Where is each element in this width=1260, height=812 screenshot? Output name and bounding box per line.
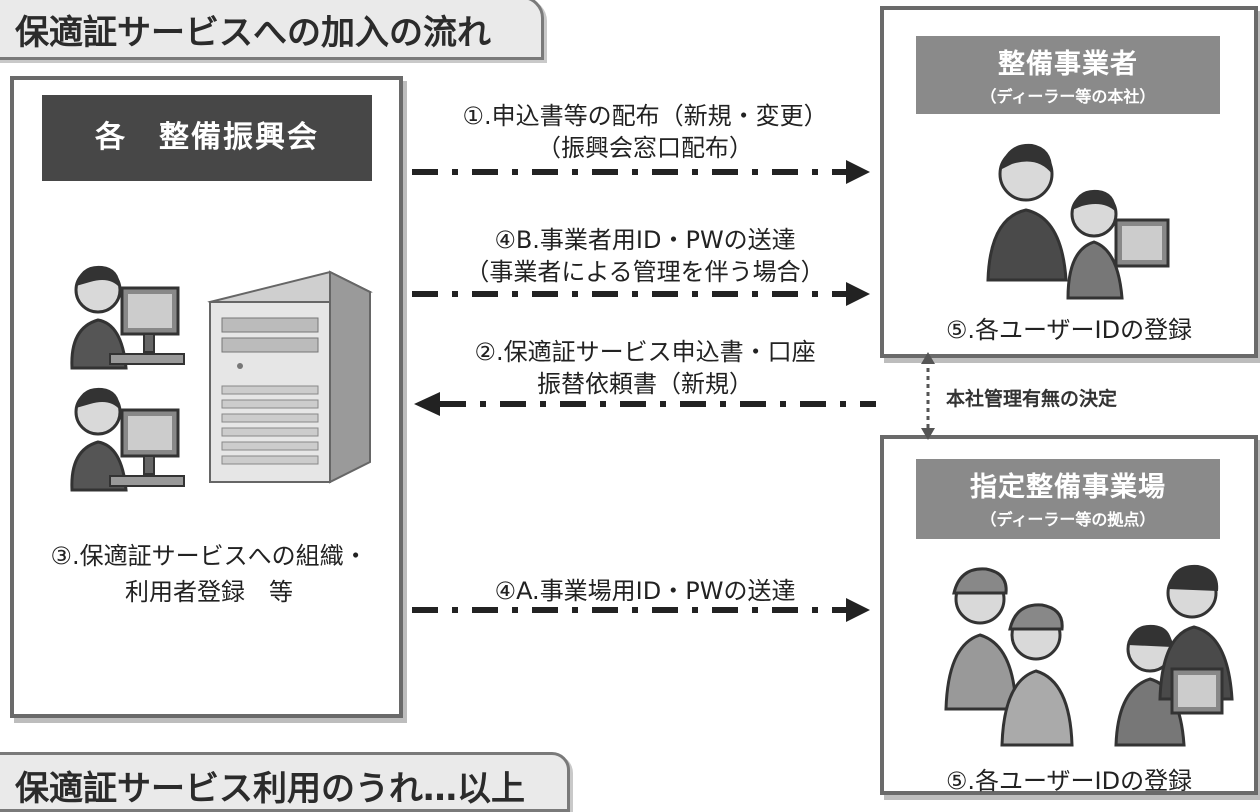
association-caption: ③.保適証サービスへの組織・ 利用者登録 等 xyxy=(24,538,394,610)
caption-line: 利用者登録 等 xyxy=(125,578,293,606)
company-caption: ⑤.各ユーザーIDの登録 xyxy=(945,316,1193,344)
section-title-top: 保適証サービスへの加入の流れ xyxy=(0,0,544,60)
arrowhead-right xyxy=(846,282,870,306)
promotion-association-panel: 各 整備振興会 ③.保適証サービスへの組織・ 利用者登録 等 xyxy=(10,76,403,718)
designated-workshop-panel: 指定整備事業場 （ディーラー等の拠点） ⑤.各ユーザーIDの登録 xyxy=(880,435,1258,795)
flow-arrows xyxy=(412,160,935,622)
panel-header: 指定整備事業場 （ディーラー等の拠点） xyxy=(916,459,1220,539)
server-icon xyxy=(207,270,373,484)
arrow-2-label: ②.保適証サービス申込書・口座 振替依頼書（新規） xyxy=(420,336,870,400)
header-main: 指定整備事業場 xyxy=(970,472,1166,503)
arrowhead-left xyxy=(414,392,440,416)
header-sub: （ディーラー等の拠点） xyxy=(980,510,1156,529)
label-line: ④B.事業者用ID・PWの送達 xyxy=(494,226,796,254)
mechanics-icon xyxy=(944,564,1234,747)
staff-at-computer-icon xyxy=(70,387,185,492)
label-line: （事業者による管理を伴う場合） xyxy=(465,258,825,286)
staff-at-computer-icon xyxy=(70,265,185,370)
arrow-1-label: ①.申込書等の配布（新規・変更） （振興会窓口配布） xyxy=(420,100,870,164)
label-line: ②.保適証サービス申込書・口座 xyxy=(474,338,816,366)
header-main: 整備事業者 xyxy=(998,49,1138,80)
arrowhead-right xyxy=(846,598,870,622)
caption-line: ③.保適証サービスへの組織・ xyxy=(50,542,368,570)
label-line: 振替依頼書（新規） xyxy=(537,370,753,398)
maintenance-company-panel: 整備事業者 （ディーラー等の本社） ⑤.各ユーザーIDの登録 xyxy=(880,6,1258,358)
label-line: ④A.事業場用ID・PWの送達 xyxy=(494,577,796,605)
header-sub: （ディーラー等の本社） xyxy=(980,87,1156,106)
panel-header: 整備事業者 （ディーラー等の本社） xyxy=(916,36,1220,114)
panel-header: 各 整備振興会 xyxy=(42,95,372,181)
arrowhead-right xyxy=(846,160,870,184)
management-decision-label: 本社管理有無の決定 xyxy=(946,388,1118,410)
managers-icon xyxy=(986,143,1170,300)
section-title-bottom: 保適証サービス利用のうれ…以上 xyxy=(0,752,570,812)
label-line: （振興会窓口配布） xyxy=(537,134,753,162)
label-line: ①.申込書等の配布（新規・変更） xyxy=(462,102,828,130)
arrow-4b-label: ④B.事業者用ID・PWの送達 （事業者による管理を伴う場合） xyxy=(420,224,870,288)
arrow-4a-label: ④A.事業場用ID・PWの送達 xyxy=(420,575,870,607)
